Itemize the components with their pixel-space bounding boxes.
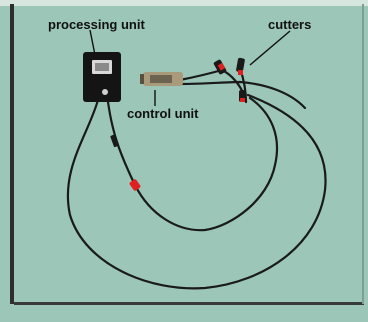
leader-processing [89,29,96,56]
cables [66,66,327,290]
control-unit-device [140,72,183,86]
label-processing-unit: processing unit [48,17,145,32]
leader-cutters [249,30,291,66]
frame-bottom [14,302,364,305]
frame-right [362,4,364,304]
frame-top [0,0,368,6]
frame-left [10,4,14,304]
processing-unit-device [83,52,121,102]
inline-connector [110,134,141,191]
label-control-unit: control unit [127,106,199,121]
label-cutters: cutters [268,17,312,32]
cutter-plugs [213,57,246,102]
